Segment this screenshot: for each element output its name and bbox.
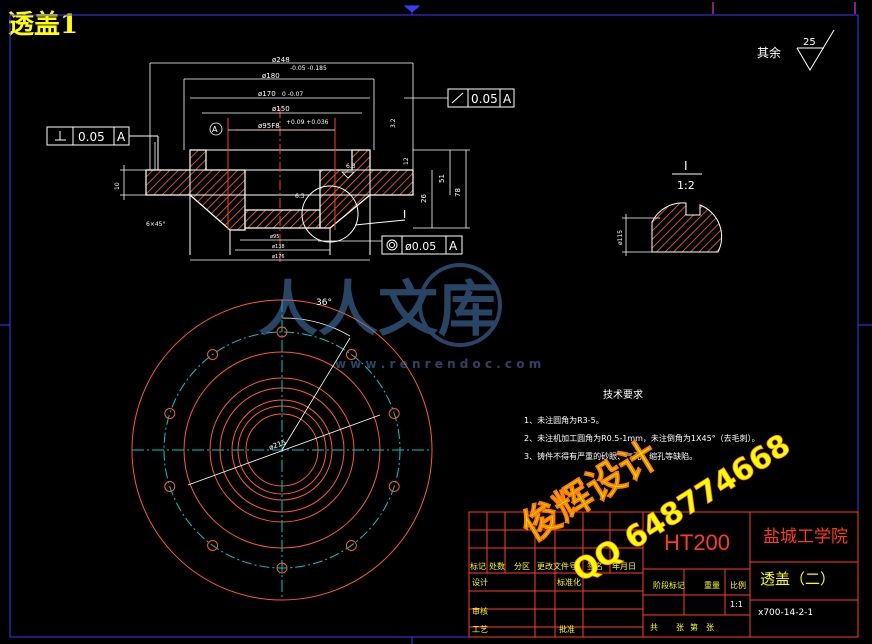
- tech-req-item-1: 1、未注圆角为R3-5。: [524, 415, 604, 425]
- dim-170-tol: 0 -0.07: [282, 91, 303, 98]
- detail-dim: ø115: [617, 230, 624, 245]
- label-gong: 共: [650, 623, 658, 632]
- drawing-number: x700-14-2-1: [758, 608, 813, 618]
- school-name: 盐城工学院: [763, 527, 848, 547]
- watermark-url: w w w . r e n r e n d o c . c o m: [335, 357, 541, 371]
- bolt-hole: [207, 540, 219, 551]
- fcf-concentric-datum: A: [449, 239, 458, 253]
- tech-req-item-2: 2、未注机加工圆角为R0.5-1mm，未注倒角为1X45°（去毛刺）。: [524, 433, 760, 443]
- dim-bottom-176: ø176: [272, 254, 285, 260]
- label-shenhe: 审核: [472, 606, 488, 616]
- fcf-runout: [447, 88, 515, 108]
- dim-dia-180: ø180: [262, 72, 280, 80]
- bolt-hole: [276, 326, 288, 338]
- fcf-flatness: [46, 126, 159, 170]
- detail-label: I: [684, 159, 688, 173]
- label-bili: 比例: [730, 580, 746, 590]
- section-view: I ø248 -0.05 -0.185 ø180 ø170 0 -0.07 ø1…: [114, 56, 470, 262]
- bolt-holes: [164, 326, 400, 574]
- bolt-hole: [345, 540, 357, 551]
- fcf-concentric-value: ø0.05: [405, 240, 436, 253]
- plan-view: [131, 299, 433, 601]
- label-zhongliang: 重量: [704, 580, 720, 590]
- label-jieduan: 阶段标记: [653, 580, 685, 590]
- dim-95-tol: +0.09 +0.036: [286, 119, 329, 126]
- bolt-hole: [276, 562, 288, 574]
- dim-dia-170: ø170: [258, 90, 276, 98]
- detail-circle: [301, 185, 359, 243]
- bolt-hole: [164, 408, 176, 419]
- detail-view: I 1:2 ø115: [617, 159, 723, 256]
- dim-12: 12: [403, 157, 410, 165]
- dim-bottom-138: ø138: [272, 244, 285, 250]
- dim-outer-dia: ø248: [272, 56, 290, 64]
- label-zhang2: 张: [706, 623, 714, 632]
- roughness-symbol: [796, 29, 835, 71]
- dim-dia-150: ø150: [272, 105, 290, 113]
- fcf-runout-value: 0.05: [471, 92, 498, 106]
- label-qianming: 签名: [587, 561, 603, 571]
- view-angle: 36°: [316, 298, 332, 308]
- fcf-concentric: [381, 235, 463, 255]
- bolt-hole: [345, 349, 357, 360]
- title-block: [468, 511, 859, 638]
- dim-dia-95: ø95F8: [258, 122, 280, 130]
- bolt-hole: [207, 349, 219, 360]
- label-di: 第: [690, 622, 698, 632]
- scale-value: 1:1: [730, 600, 743, 609]
- label-sheji: 设计: [472, 577, 488, 587]
- bolt-hole: [388, 408, 400, 419]
- label-pizhun: 批准: [559, 624, 575, 634]
- label-zhang: 张: [676, 623, 684, 632]
- label-nianyueri: 年月日: [612, 561, 636, 571]
- drawing-border: [0, 5, 872, 644]
- material: HT200: [664, 530, 730, 555]
- label-biaozhunhua: 标准化: [557, 577, 581, 587]
- title-block-labels: 标记 处数 分区 更改文件号 签名 年月日 设计 标准化 阶段标记 重量 比例 …: [470, 561, 746, 634]
- datum-a-marker: A: [212, 125, 218, 134]
- detail-ref-label: I: [403, 208, 406, 221]
- dim-51: 51: [438, 174, 446, 183]
- label-biaoji: 标记: [470, 561, 486, 571]
- dim-bottom-95: ø95: [270, 234, 279, 240]
- surface-note: 其余: [757, 45, 781, 60]
- dim-thk-10: 10: [114, 182, 121, 190]
- tech-req-heading: 技术要求: [603, 388, 643, 401]
- dim-78: 78: [454, 188, 462, 197]
- roughness-value: 25: [803, 37, 816, 48]
- dim-26: 26: [420, 194, 428, 203]
- bolt-hole: [388, 481, 400, 492]
- dim-6-3-b: 6.3: [295, 193, 305, 200]
- bolt-hole: [164, 481, 176, 492]
- label-gengai: 更改文件号: [537, 561, 577, 571]
- tech-req-item-3: 3、铸件不得有严重的砂眼、气孔、缩孔等缺陷。: [524, 451, 697, 461]
- watermark-logo: 人人文库 w w w . r e n r e n d o c . c o m: [258, 263, 541, 371]
- label-chushu: 处数: [489, 561, 505, 571]
- dim-6-3: 6.3: [346, 163, 356, 170]
- watermark-logo-text: 人人文库: [258, 275, 498, 345]
- label-fenqu: 分区: [514, 562, 530, 571]
- dim-6x45: 6×45°: [146, 221, 165, 228]
- fcf-flatness-value: 0.05: [78, 130, 105, 144]
- dim-3-2: 3.2: [390, 118, 397, 128]
- dim-bore-tol: -0.05 -0.185: [290, 65, 327, 72]
- part-name: 透盖（二）: [760, 570, 835, 588]
- fcf-runout-datum: A: [503, 92, 512, 106]
- label-gongyi: 工艺: [472, 625, 488, 634]
- detail-scale: 1:2: [677, 179, 695, 192]
- fcf-flatness-datum: A: [117, 130, 126, 144]
- corner-markers: [712, 2, 856, 14]
